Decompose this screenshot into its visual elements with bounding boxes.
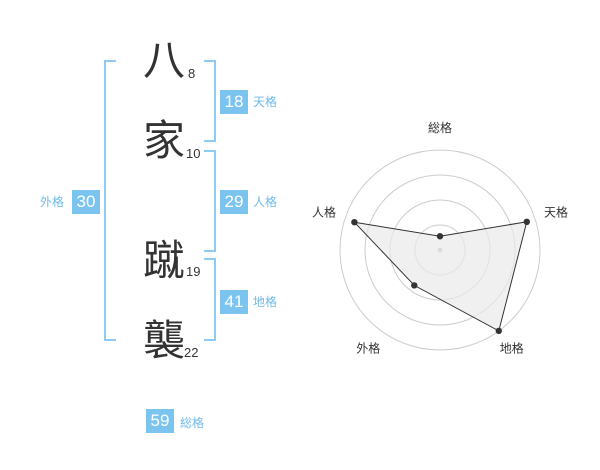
stroke-count-2: 10 bbox=[186, 146, 201, 161]
gaikaku-label: 外格 bbox=[40, 195, 65, 209]
stroke-count-3: 19 bbox=[186, 264, 201, 279]
name-char-4: 襲 bbox=[143, 316, 186, 365]
radar-series-area bbox=[354, 221, 527, 331]
tenkaku-bracket bbox=[204, 60, 216, 142]
stroke-count-4: 22 bbox=[184, 345, 199, 360]
radar-point-4 bbox=[411, 282, 418, 289]
jinkaku-label: 人格 bbox=[253, 195, 278, 209]
radar-axis-label-5: 人格 bbox=[312, 204, 336, 219]
radar-axis-label-3: 地格 bbox=[500, 341, 524, 356]
radar-ring-4 bbox=[339, 149, 541, 351]
chikaku-bracket bbox=[204, 258, 216, 341]
name-char-2: 家 bbox=[143, 116, 186, 165]
radar-point-2 bbox=[523, 218, 530, 226]
radar-series-line bbox=[353, 221, 528, 332]
radar-point-5 bbox=[351, 218, 358, 226]
chikaku-label: 地格 bbox=[253, 295, 278, 309]
soukaku-label: 総格 bbox=[180, 416, 205, 430]
chikaku-score: 41 bbox=[220, 290, 248, 314]
tenkaku-score: 18 bbox=[220, 90, 248, 114]
jinkaku-bracket bbox=[204, 150, 216, 252]
stroke-count-1: 8 bbox=[188, 66, 196, 81]
soukaku-score: 59 bbox=[146, 409, 174, 433]
radar-point-3 bbox=[495, 327, 502, 335]
radar-axis-label-4: 外格 bbox=[356, 341, 380, 356]
jinkaku-score: 29 bbox=[220, 190, 248, 214]
radar-point-1 bbox=[436, 233, 444, 240]
name-char-1: 八 bbox=[143, 36, 186, 85]
tenkaku-label: 天格 bbox=[253, 95, 278, 109]
gaikaku-score: 30 bbox=[72, 190, 100, 214]
name-char-3: 蹴 bbox=[143, 236, 186, 285]
radar-axis-label-1: 総格 bbox=[428, 120, 452, 135]
radar-axis-label-2: 天格 bbox=[544, 204, 568, 219]
radar-points bbox=[351, 218, 530, 335]
gaikaku-bracket bbox=[104, 60, 116, 341]
